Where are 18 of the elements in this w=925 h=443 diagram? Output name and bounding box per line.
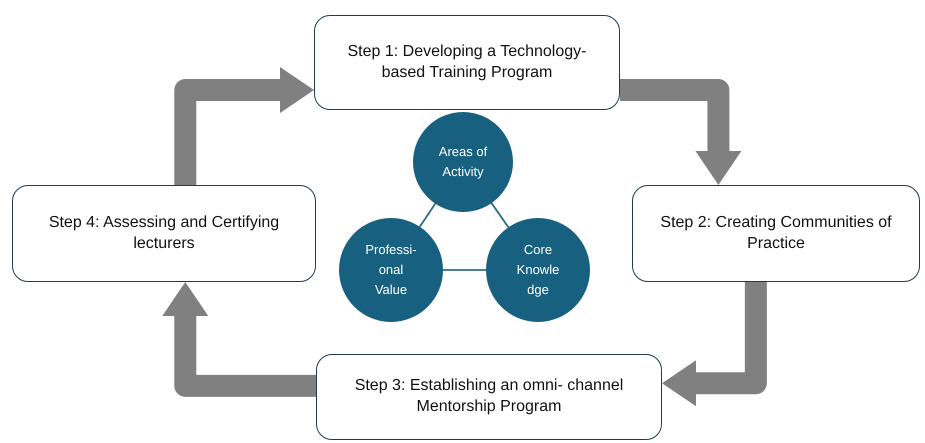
- step-box: [316, 354, 662, 440]
- step-box: [314, 15, 620, 110]
- step-label: Step 2: Creating Communities of Practice: [659, 212, 893, 254]
- connector-line: [490, 202, 510, 228]
- step-label: Step 3: Establishing an omni- channel Mentorship Program: [354, 376, 624, 417]
- step-label: Step 4: Assessing and Certifying lecturers: [48, 212, 280, 254]
- concept-label: Professi- onal Value: [364, 240, 418, 300]
- bent-arrow: [174, 67, 314, 185]
- connector-line: [419, 203, 436, 228]
- concept-label: Core Knowle dge: [516, 240, 560, 300]
- bent-arrow: [662, 282, 767, 406]
- step-box: [12, 185, 316, 282]
- connector-line: [443, 269, 486, 271]
- concept-label: Areas of Activity: [438, 142, 488, 181]
- step-label: Step 1: Developing a Technology- based Training Program: [346, 42, 588, 82]
- step-box: [632, 185, 920, 282]
- bent-arrow: [162, 282, 316, 397]
- bent-arrow: [620, 79, 742, 185]
